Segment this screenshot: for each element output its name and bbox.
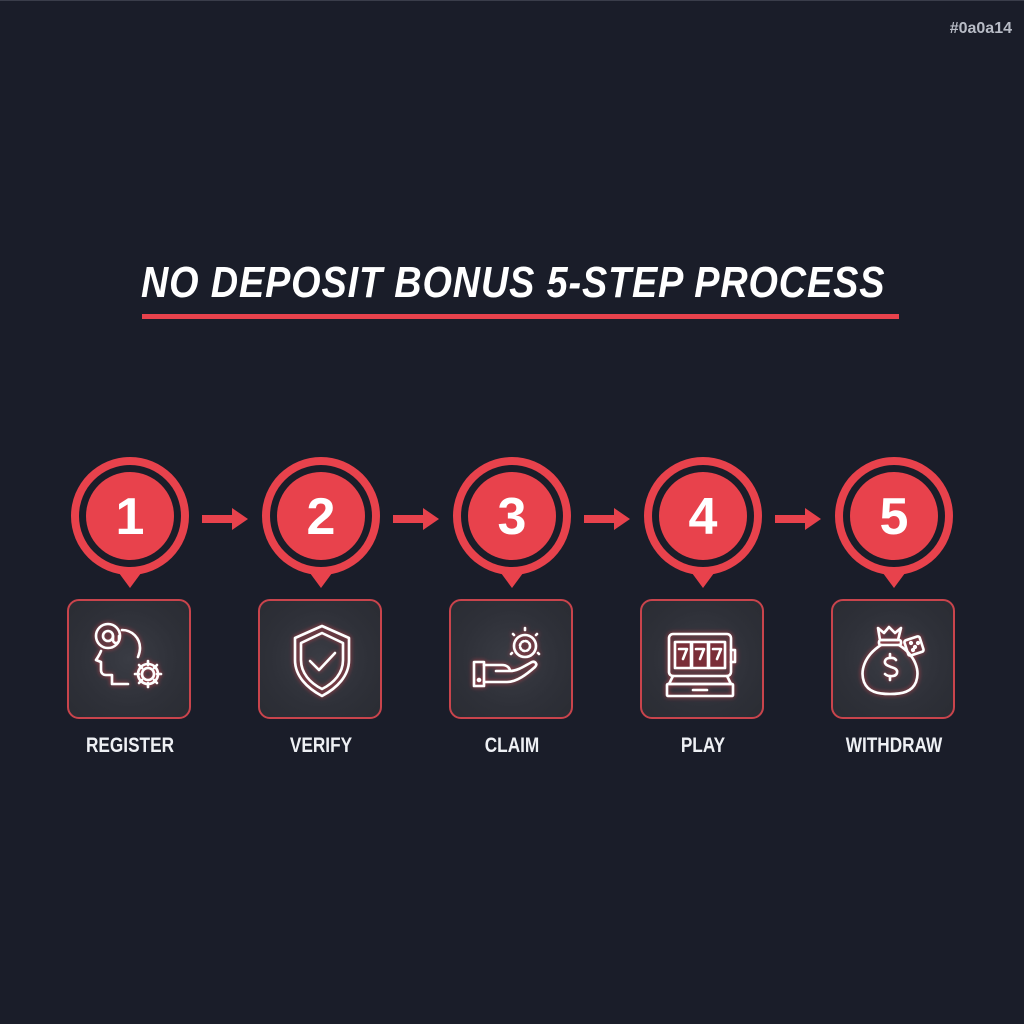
svg-text:1: 1 bbox=[116, 488, 145, 546]
step-label: VERIFY bbox=[289, 734, 353, 757]
money-bag-dice-icon bbox=[861, 625, 925, 696]
top-edge-divider bbox=[0, 0, 1024, 1]
svg-text:2: 2 bbox=[307, 488, 336, 546]
hand-chip-icon bbox=[472, 626, 541, 688]
step-5: 5 WITHDRAW bbox=[819, 456, 969, 766]
svg-text:5: 5 bbox=[880, 488, 909, 546]
title-underline bbox=[142, 314, 899, 319]
svg-text:3: 3 bbox=[498, 488, 527, 546]
step-label: PLAY bbox=[680, 734, 726, 757]
slot-machine-icon bbox=[665, 632, 737, 698]
step-4: 4 PLAY bbox=[628, 456, 778, 766]
step-icon-box bbox=[449, 599, 573, 719]
step-1: 1 REGISTER bbox=[55, 456, 205, 766]
page-title: NO DEPOSIT BONUS 5-STEP PROCESS bbox=[140, 258, 886, 307]
step-icon-box bbox=[67, 599, 191, 719]
step-label: REGISTER bbox=[85, 734, 175, 757]
step-number-badge: 5 bbox=[834, 456, 954, 591]
arrow-right-icon bbox=[202, 508, 248, 530]
hex-color-tag: #0a0a14 bbox=[949, 20, 1012, 37]
step-icon-box bbox=[640, 599, 764, 719]
step-3: 3 CLAIM bbox=[437, 456, 587, 766]
shield-check-icon bbox=[293, 624, 351, 698]
arrow-right-icon bbox=[775, 508, 821, 530]
step-icon-box bbox=[831, 599, 955, 719]
step-label: CLAIM bbox=[484, 734, 540, 757]
arrow-right-icon bbox=[584, 508, 630, 530]
step-label: WITHDRAW bbox=[845, 734, 943, 757]
svg-text:4: 4 bbox=[689, 488, 718, 546]
step-number-badge: 4 bbox=[643, 456, 763, 591]
step-icon-box bbox=[258, 599, 382, 719]
step-2: 2 VERIFY bbox=[246, 456, 396, 766]
step-number-badge: 1 bbox=[70, 456, 190, 591]
step-number-badge: 3 bbox=[452, 456, 572, 591]
arrow-right-icon bbox=[393, 508, 439, 530]
user-email-gear-icon bbox=[94, 622, 163, 689]
step-number-badge: 2 bbox=[261, 456, 381, 591]
